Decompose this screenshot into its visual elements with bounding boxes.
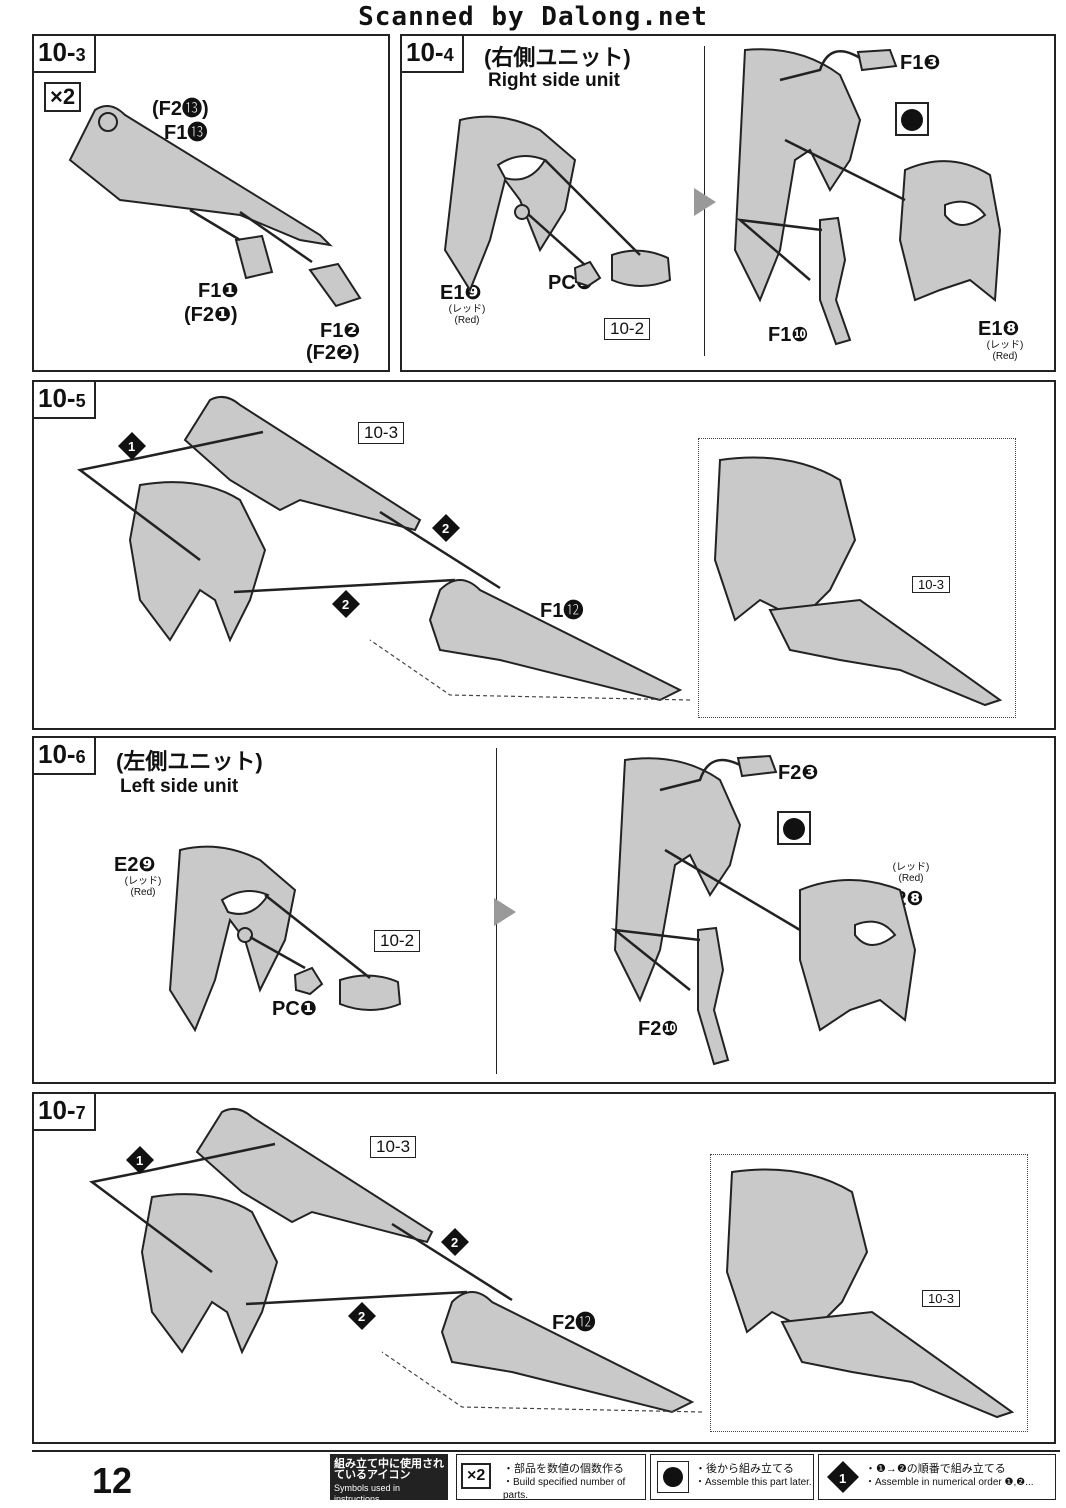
step-number: 10-7 xyxy=(34,1094,96,1131)
step-title-en: Right side unit xyxy=(488,70,620,91)
step-10-7-panel: 10-7 10-3 F2⓬ 10-3 xyxy=(32,1092,1056,1444)
part-label: (F2❷) xyxy=(306,342,360,364)
legend-later: ・後から組み立てる・Assemble this part later. xyxy=(650,1454,814,1500)
color-note: (レッド)(Red) xyxy=(448,304,486,326)
part-label: F1❶ xyxy=(198,280,239,302)
footer-rule xyxy=(32,1450,1060,1452)
step-title-en: Left side unit xyxy=(120,776,239,797)
step-reference: 10-3 xyxy=(912,576,951,593)
part-label: F1⓭ xyxy=(164,122,208,144)
step-reference: 10-2 xyxy=(374,930,421,952)
part-label: F1❷ xyxy=(320,320,361,342)
legend-title: 組み立て中に使用されているアイコン Symbols used in instru… xyxy=(330,1454,448,1504)
step-number: 10-3 xyxy=(34,36,96,73)
part-label: F2⓬ xyxy=(552,1312,596,1334)
step-number: 10-5 xyxy=(34,382,96,419)
step-10-4-panel: 10-4 (右側ユニット) Right side unit E1❾ (レッド)(… xyxy=(400,34,1056,372)
legend-order: 1 ・❶→❷の順番で組み立てる・Assemble in numerical or… xyxy=(818,1454,1056,1500)
quantity-badge: ×2 xyxy=(44,82,82,112)
scanner-watermark: Scanned by Dalong.net xyxy=(358,2,708,32)
color-note: (レッド)(Red) xyxy=(892,862,930,884)
color-note: (レッド)(Red) xyxy=(124,876,162,898)
next-arrow-icon xyxy=(494,898,516,926)
part-label: PC❶ xyxy=(272,998,317,1020)
step-reference: 10-3 xyxy=(922,1290,961,1307)
part-label: PC❶ xyxy=(548,272,593,294)
step-10-6-panel: 10-6 (左側ユニット) Left side unit E2❾ (レッド)(R… xyxy=(32,736,1056,1084)
step-title-jp: (右側ユニット) xyxy=(484,45,631,70)
part-label: F1❸ xyxy=(900,52,941,74)
legend-quantity: ×2 ・部品を数値の個数作る・Build specified number of… xyxy=(456,1454,646,1501)
order-diamond-icon: 1 xyxy=(827,1461,859,1493)
part-label: E1❽ xyxy=(978,318,1020,340)
step-reference: 10-3 xyxy=(358,422,405,444)
step-title-jp: (左側ユニット) xyxy=(116,749,263,774)
part-label: F2❸ xyxy=(778,762,819,784)
part-label: (F2❶) xyxy=(184,304,238,326)
step-number: 10-6 xyxy=(34,738,96,775)
step-number: 10-4 xyxy=(402,36,464,73)
step-reference: 10-2 xyxy=(604,318,651,340)
quantity-badge-icon: ×2 xyxy=(461,1463,492,1489)
part-label: E2❽ xyxy=(882,888,924,910)
assemble-later-icon xyxy=(657,1461,689,1493)
completed-view-box xyxy=(710,1154,1028,1432)
step-reference: 10-3 xyxy=(370,1136,417,1158)
step-10-3-panel: 10-3 ×2 (F2⓭) F1⓭ F1❶ (F2❶) F1❷ (F2❷) xyxy=(32,34,390,372)
part-label: F2❿ xyxy=(638,1018,679,1040)
next-arrow-icon xyxy=(694,188,716,216)
svg-text:1: 1 xyxy=(839,1471,846,1486)
completed-view-box xyxy=(698,438,1016,718)
part-label: E1❾ xyxy=(440,282,482,304)
part-label: E2❾ xyxy=(114,854,156,876)
page-number: 12 xyxy=(92,1460,133,1501)
color-note: (レッド)(Red) xyxy=(986,340,1024,362)
step-10-5-panel: 10-5 10-3 F1⓬ 10-3 xyxy=(32,380,1056,730)
part-label: F1⓬ xyxy=(540,600,584,622)
part-label: F1❿ xyxy=(768,324,809,346)
